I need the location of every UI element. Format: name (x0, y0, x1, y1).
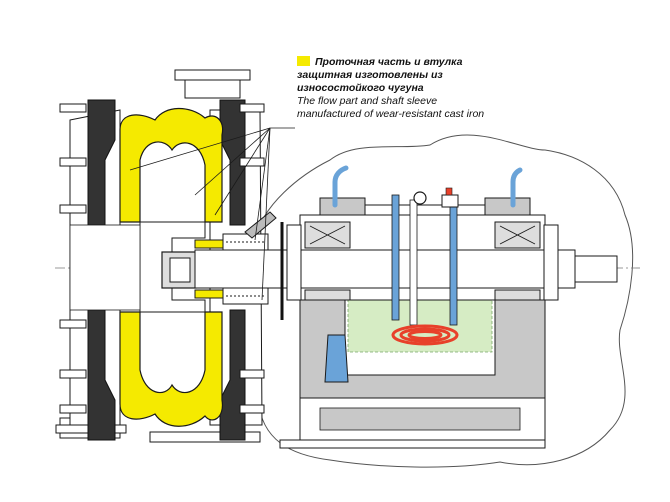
drain-block (324, 334, 349, 383)
legend-ru-line-3: износостойкого чугуна (297, 82, 424, 94)
coolant-tube-vertical-left (391, 194, 400, 321)
legend-swatch (297, 56, 310, 66)
shaft-end (574, 255, 618, 283)
volute-top-yellow (119, 107, 224, 223)
impeller-hub (139, 221, 206, 313)
bearing-housing (279, 165, 559, 449)
volute-bottom-yellow (119, 311, 224, 427)
legend-en-line-2: manufactured of wear-resistant cast iron (297, 108, 485, 120)
legend-ru-line-1: Проточная часть и втулка (297, 56, 547, 69)
shaft-sleeve-yellow (194, 239, 224, 249)
coolant-pipe-left (332, 165, 349, 208)
heater-coil (391, 324, 459, 346)
legend-ru-line-2: защитная изготовлены из (297, 69, 443, 81)
legend-ru-text-1: Проточная часть и втулка (315, 56, 463, 68)
bearing-left (304, 221, 351, 301)
flange-bolts (59, 103, 265, 414)
leader-lines (129, 127, 295, 301)
gland-packing (222, 211, 277, 305)
pump-shaft (194, 249, 576, 289)
lifting-eye (413, 191, 427, 205)
legend: Проточная часть и втулка защитная изгото… (297, 56, 547, 121)
coolant-tube-vertical-right (449, 204, 458, 326)
right-liner-bottom (219, 309, 246, 441)
coolant-pipe-right (510, 167, 523, 208)
legend-en-line-1: The flow part and shaft sleeve (297, 95, 438, 107)
bearing-right (494, 221, 541, 301)
